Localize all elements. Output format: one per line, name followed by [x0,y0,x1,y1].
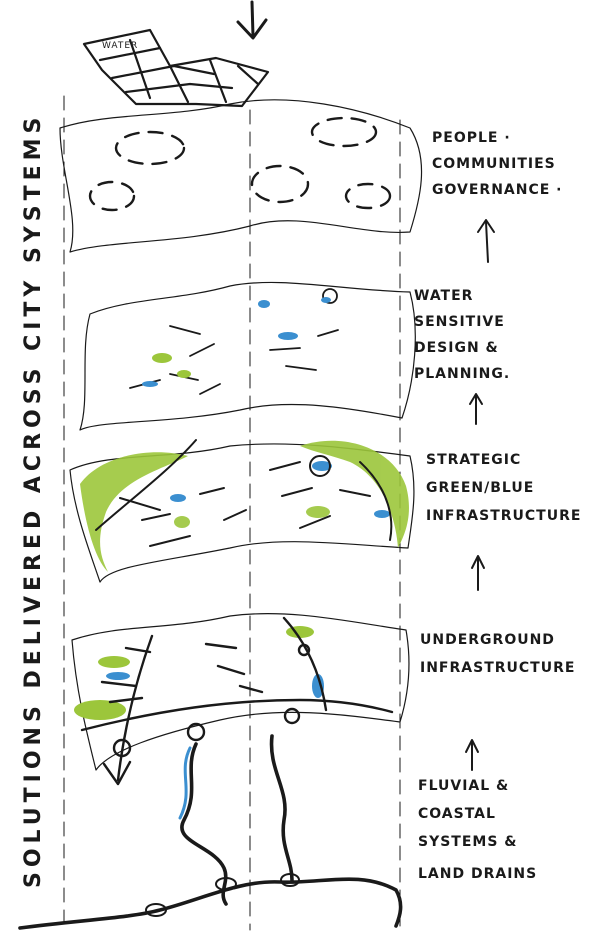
green-infrastructure [80,441,409,572]
community-circles [90,118,390,210]
building-label: WATER [102,41,138,51]
underground-green [74,626,314,720]
label-water-sensitive: WATER SENSITIVE DESIGN & PLANNING. [414,288,511,382]
layer-labels: PEOPLE · COMMUNITIES GOVERNANCE · WATER … [414,130,581,882]
underground-network [82,618,392,784]
top-down-arrow [238,2,266,38]
label-people: PEOPLE · COMMUNITIES GOVERNANCE · [432,130,563,198]
coastline [20,879,401,928]
layer-outlines [60,100,422,770]
vertical-label: SOLUTIONS DELIVERED ACROSS CITY SYSTEMS [21,113,46,888]
label-underground: UNDERGROUND INFRASTRUCTURE [420,632,575,676]
wsd-marks [130,289,338,394]
label-fluvial: FLUVIAL & COASTAL SYSTEMS & LAND DRAINS [418,778,537,882]
label-strategic-infrastructure: STRATEGIC GREEN/BLUE INFRASTRUCTURE [426,452,581,524]
river-system [182,736,292,904]
blue-infrastructure [170,461,390,518]
